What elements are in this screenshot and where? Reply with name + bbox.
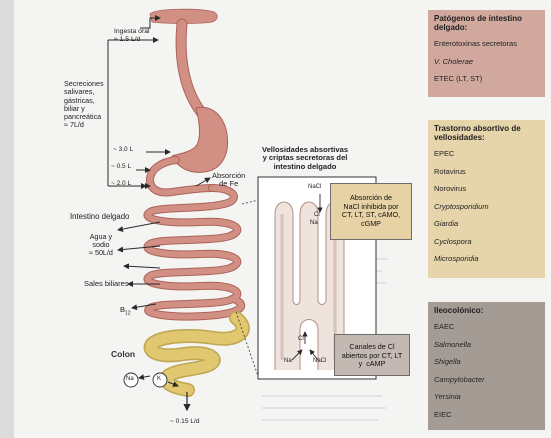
panel-ileocolonic: Ileocolónico: EAEC Salmonella Shigella C… — [428, 302, 545, 430]
duodenum-flow-label-2: ~ 2.0 L — [111, 180, 131, 187]
panel-item: V. Cholerae — [434, 53, 539, 71]
villi-bottom-nacl: NaCl — [313, 358, 326, 364]
panel-item: EPEC — [434, 145, 539, 163]
villi-title: Vellosidades absortivas y criptas secret… — [248, 146, 362, 171]
panel-item: Yersinia — [434, 388, 539, 406]
stool-volume-label: ~ 0.15 L/d — [170, 418, 200, 425]
chloride-channel-callout: Canales de Cl abiertos por CT, LT y cAMP — [334, 334, 410, 376]
absorption-inhibition-callout: Absorción de NaCl inhibida por CT, LT, S… — [330, 183, 412, 240]
villi-top-cl: Cl — [314, 212, 320, 218]
panel-item: Campylobacter — [434, 371, 539, 389]
villi-bottom-na: Na — [284, 358, 292, 364]
villi-top-na: Na — [310, 220, 318, 226]
villi-top-nacl: NaCl — [308, 184, 321, 190]
panel-item: Enterotoxinas secretoras — [434, 35, 539, 53]
colon-label: Colon — [111, 349, 135, 359]
panel-title: Patógenos de intestino delgado: — [434, 14, 539, 32]
small-intestine-label: Intestino delgado — [70, 212, 129, 221]
panel-item: EAEC — [434, 318, 539, 336]
intake-label: Ingesta oral ≈ 1.5 L/d — [114, 28, 150, 44]
panel-item: Salmonella — [434, 336, 539, 354]
secretions-label: Secreciones salivares, gástricas, biliar… — [64, 80, 104, 130]
panel-item: Rotavirus — [434, 163, 539, 181]
stomach-flow-label: ~ 3.0 L — [113, 146, 133, 153]
panel-item: Shigella — [434, 353, 539, 371]
panel-title: Trastorno absortivo de vellosidades: — [434, 124, 539, 142]
duodenum-flow-label-1: ~ 0.5 L — [111, 163, 131, 170]
panel-item: EIEC — [434, 406, 539, 424]
iron-absorption-label: Absorción de Fe — [212, 172, 245, 189]
b12-label: B12 — [120, 305, 131, 317]
panel-item: Cyclospora — [434, 233, 539, 251]
panel-item: Cryptosporidium — [434, 198, 539, 216]
panel-item: Norovirus — [434, 180, 539, 198]
panel-villous-disorders: Trastorno absortivo de vellosidades: EPE… — [428, 120, 545, 278]
stomach — [172, 107, 228, 172]
water-sodium-label: Agua y sodio ≈ 50L/d — [89, 233, 113, 258]
colon-na-label: Na — [126, 376, 134, 382]
water-arrow-3 — [124, 266, 160, 268]
panel-item: Microsporidia — [434, 250, 539, 268]
panel-title: Ileocolónico: — [434, 306, 539, 315]
water-arrow-1 — [118, 222, 160, 230]
panel-item: Giardia — [434, 215, 539, 233]
colon-k-label: K — [157, 376, 161, 382]
panel-small-intestine-pathogens: Patógenos de intestino delgado: Enteroto… — [428, 10, 545, 97]
bile-salts-label: Sales biliares — [84, 279, 129, 288]
panel-item: ETEC (LT, ST) — [434, 70, 539, 88]
b12-subscript: 12 — [125, 311, 131, 317]
villi-bottom-cl: Cl — [298, 336, 304, 342]
